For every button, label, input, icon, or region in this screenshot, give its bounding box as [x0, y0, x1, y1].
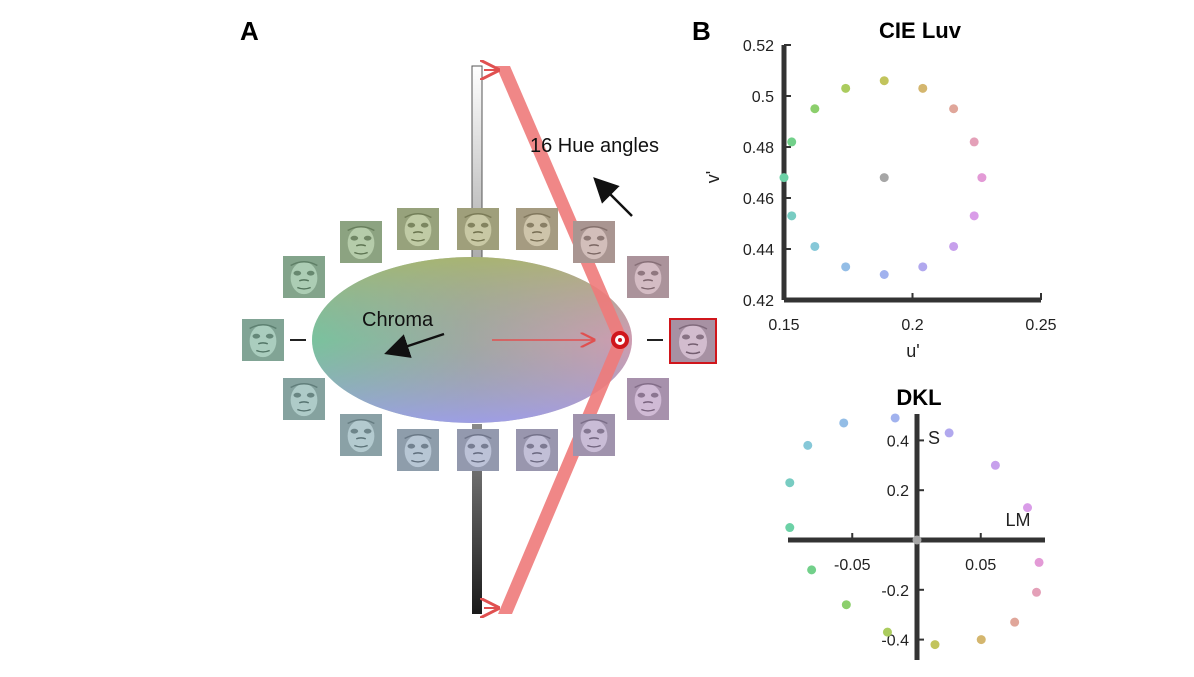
- face-thumbnail: [516, 208, 558, 250]
- dkl-point: [912, 535, 922, 545]
- luv-y-tick-label: 0.46: [743, 191, 774, 208]
- chroma-arrow: [384, 332, 445, 358]
- luv-point: [949, 241, 959, 251]
- hue-arrow: [593, 177, 633, 217]
- luv-x-tick-label: 0.15: [768, 317, 799, 334]
- target-marker-center: [618, 338, 622, 342]
- dkl-point: [807, 565, 817, 575]
- dkl-point: [841, 600, 851, 610]
- dkl-point: [1032, 587, 1042, 597]
- luv-point: [918, 262, 928, 272]
- luv-xlabel: u': [906, 341, 919, 361]
- dkl-points: [785, 413, 1044, 650]
- dkl-x-tick-label: -0.05: [834, 557, 871, 574]
- face-thumbnail: [397, 429, 439, 471]
- panel-a-schematic: 16 Hue angles Chroma: [290, 66, 663, 614]
- dkl-point: [944, 428, 954, 438]
- face-thumbnail: [573, 221, 615, 263]
- dkl-point: [1034, 557, 1044, 567]
- luv-point: [969, 211, 979, 221]
- luv-y-tick-label: 0.52: [743, 38, 774, 55]
- dkl-y-tick-label: 0.4: [887, 433, 909, 450]
- luv-ticks: 0.15 0.2 0.25 0.42 0.44 0.46 0.48 0.5 0.52: [743, 38, 1057, 334]
- luv-y-tick-label: 0.48: [743, 140, 774, 157]
- cie-luv-plot: CIE Luv u' v' 0.15 0.2 0.25 0.42 0.44 0.46 0.4…: [703, 18, 1057, 361]
- dkl-point: [930, 640, 940, 650]
- luv-point: [787, 137, 797, 147]
- face-thumbnail: [242, 319, 284, 361]
- dkl-point: [785, 523, 795, 533]
- dkl-point: [976, 635, 986, 645]
- luv-point: [969, 137, 979, 147]
- face-thumbnail: [340, 221, 382, 263]
- dkl-x-tick-label: 0.05: [965, 557, 996, 574]
- dkl-point: [882, 627, 892, 637]
- luv-point: [879, 270, 889, 279]
- dkl-point: [803, 440, 813, 450]
- face-thumbnail: [573, 414, 615, 456]
- hue-wedge-lower: [498, 340, 628, 614]
- dkl-title: DKL: [896, 385, 941, 410]
- face-thumbnail: [457, 429, 499, 471]
- chroma-ellipse-overlay: [312, 257, 632, 423]
- luv-point: [918, 83, 928, 93]
- luv-y-tick-label: 0.5: [752, 89, 774, 106]
- luv-point: [841, 262, 851, 272]
- chroma-label: Chroma: [362, 309, 434, 331]
- luv-point: [779, 173, 789, 183]
- dkl-lm-label: LM: [1005, 510, 1030, 530]
- face-ring: [242, 208, 717, 471]
- dkl-point: [785, 478, 795, 488]
- face-thumbnail: [516, 429, 558, 471]
- luv-title: CIE Luv: [879, 18, 962, 43]
- dkl-plot: DKL LM S -0.05 0.05 -0.4 -0.2 0.2 0.4: [785, 385, 1045, 660]
- dkl-y-tick-label: -0.4: [881, 633, 909, 650]
- luv-point: [949, 104, 959, 114]
- luv-point: [810, 104, 820, 114]
- lightness-bar-bottom: [472, 424, 482, 614]
- luv-point: [879, 76, 889, 86]
- dkl-point: [1010, 617, 1020, 627]
- hue-angles-label: 16 Hue angles: [530, 135, 659, 157]
- luv-point: [810, 241, 820, 251]
- face-thumbnail: [627, 256, 669, 298]
- dkl-y-tick-label: 0.2: [887, 483, 909, 500]
- dkl-ticks: -0.05 0.05 -0.4 -0.2 0.2 0.4: [834, 433, 996, 649]
- luv-x-tick-label: 0.2: [901, 317, 923, 334]
- luv-x-tick-label: 0.25: [1025, 317, 1056, 334]
- dkl-point: [890, 413, 900, 423]
- face-thumbnail: [283, 378, 325, 420]
- luv-point: [787, 211, 797, 221]
- luv-point: [879, 173, 889, 183]
- dkl-s-label: S: [928, 428, 940, 448]
- panel-b-letter: B: [692, 16, 711, 46]
- face-thumbnail: [340, 414, 382, 456]
- panel-a-letter: A: [240, 16, 259, 46]
- face-thumbnail: [457, 208, 499, 250]
- dkl-point: [1023, 503, 1033, 513]
- face-thumbnail-selected: [669, 318, 717, 364]
- luv-point: [841, 83, 851, 93]
- hue-wedge-upper: [496, 66, 628, 340]
- dkl-point: [990, 460, 1000, 470]
- luv-y-tick-label: 0.44: [743, 242, 774, 259]
- luv-y-tick-label: 0.42: [743, 293, 774, 310]
- face-thumbnail: [397, 208, 439, 250]
- luv-points: [779, 76, 987, 279]
- dkl-point: [839, 418, 849, 428]
- luv-ylabel: v': [703, 171, 723, 183]
- dkl-y-tick-label: -0.2: [881, 583, 909, 600]
- face-thumbnail: [283, 256, 325, 298]
- luv-point: [977, 173, 987, 183]
- face-thumbnail: [627, 378, 669, 420]
